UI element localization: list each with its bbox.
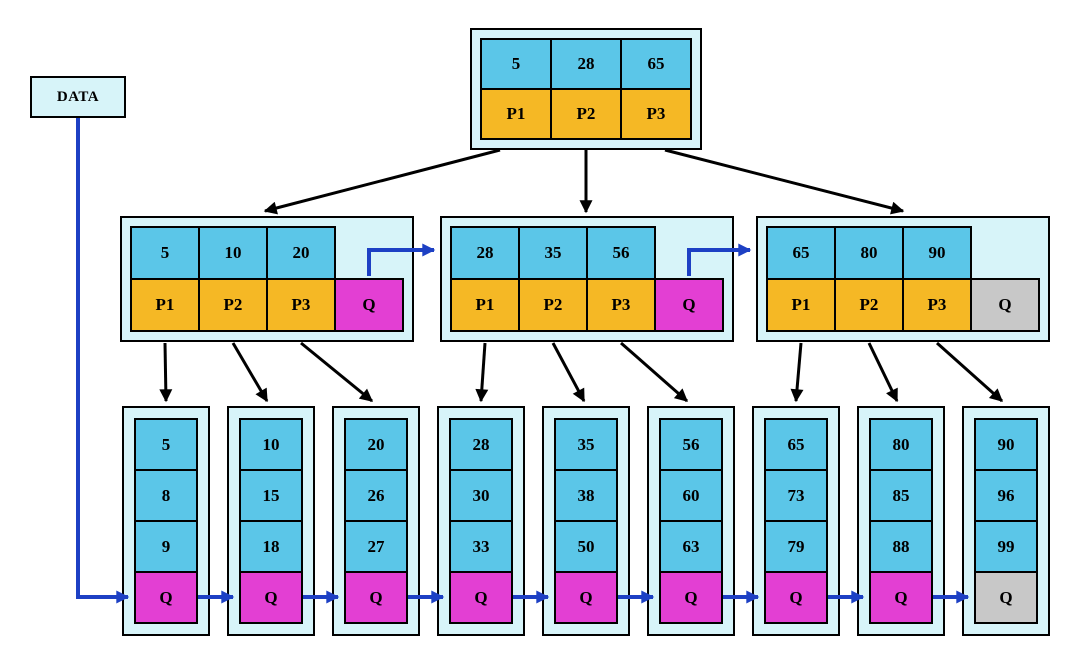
queue-pointer-cell: Q xyxy=(334,278,404,332)
root-key-cell: 65 xyxy=(620,38,692,90)
tree-arrow xyxy=(551,342,586,403)
leaf-value-cell: 50 xyxy=(554,520,618,573)
pointer-to-leaf-arrows xyxy=(159,341,1003,403)
internal-pointer-cell: P3 xyxy=(902,278,972,332)
root-key-cell: 5 xyxy=(480,38,552,90)
leaf-node: 90 96 99 Q xyxy=(962,406,1050,636)
leaf-value-cell: 35 xyxy=(554,418,618,471)
leaf-value-cell: 9 xyxy=(134,520,198,573)
internal-pointer-cell: P2 xyxy=(518,278,588,332)
internal-node: 28 35 56 P1 P2 P3 Q xyxy=(440,216,734,342)
tree-arrow xyxy=(159,342,173,403)
leaf-queue-cell: Q xyxy=(449,571,513,624)
leaf-value-cell: 15 xyxy=(239,469,303,522)
queue-pointer-cell: Q xyxy=(654,278,724,332)
internal-pointer-cell: P3 xyxy=(586,278,656,332)
internal-key-cell: 10 xyxy=(198,226,268,280)
internal-pointer-cell: P2 xyxy=(834,278,904,332)
leaf-value-cell: 18 xyxy=(239,520,303,573)
leaf-value-cell: 38 xyxy=(554,469,618,522)
internal-node: 5 10 20 P1 P2 P3 Q xyxy=(120,216,414,342)
leaf-value-cell: 27 xyxy=(344,520,408,573)
leaf-node: 5 8 9 Q xyxy=(122,406,210,636)
leaf-queue-cell: Q xyxy=(974,571,1038,624)
leaf-value-cell: 30 xyxy=(449,469,513,522)
leaf-value-cell: 73 xyxy=(764,469,828,522)
leaf-queue-cell: Q xyxy=(344,571,408,624)
leaf-queue-cell: Q xyxy=(764,571,828,624)
leaf-queue-cell: Q xyxy=(554,571,618,624)
leaf-value-cell: 5 xyxy=(134,418,198,471)
leaf-value-cell: 79 xyxy=(764,520,828,573)
root-pointer-cell: P1 xyxy=(480,88,552,140)
leaf-value-cell: 90 xyxy=(974,418,1038,471)
data-box: DATA xyxy=(30,76,126,118)
leaf-node: 10 15 18 Q xyxy=(227,406,315,636)
root-node: 5 28 65 P1 P2 P3 xyxy=(470,28,702,150)
tree-arrow xyxy=(263,148,501,215)
leaf-queue-cell: Q xyxy=(869,571,933,624)
leaf-node: 65 73 79 Q xyxy=(752,406,840,636)
leaf-value-cell: 96 xyxy=(974,469,1038,522)
tree-arrow xyxy=(664,148,905,215)
leaf-value-cell: 28 xyxy=(449,418,513,471)
tree-arrow xyxy=(300,341,374,403)
leaf-queue-cell: Q xyxy=(134,571,198,624)
tree-arrow xyxy=(475,342,489,403)
leaf-value-cell: 63 xyxy=(659,520,723,573)
leaf-queue-cell: Q xyxy=(659,571,723,624)
internal-pointer-cell: P2 xyxy=(198,278,268,332)
leaf-value-cell: 60 xyxy=(659,469,723,522)
leaf-value-cell: 85 xyxy=(869,469,933,522)
leaf-value-cell: 80 xyxy=(869,418,933,471)
internal-key-cell: 20 xyxy=(266,226,336,280)
root-pointer-cell: P2 xyxy=(550,88,622,140)
leaf-value-cell: 20 xyxy=(344,418,408,471)
root-pointer-cell: P3 xyxy=(620,88,692,140)
data-flow-arrow xyxy=(76,118,130,604)
leaf-node: 56 60 63 Q xyxy=(647,406,735,636)
tree-arrow xyxy=(620,341,688,403)
leaf-value-cell: 8 xyxy=(134,469,198,522)
internal-node: 65 80 90 P1 P2 P3 Q xyxy=(756,216,1050,342)
leaf-value-cell: 56 xyxy=(659,418,723,471)
leaf-node: 80 85 88 Q xyxy=(857,406,945,636)
leaf-value-cell: 10 xyxy=(239,418,303,471)
leaf-value-cell: 99 xyxy=(974,520,1038,573)
leaf-value-cell: 65 xyxy=(764,418,828,471)
internal-pointer-cell: P1 xyxy=(766,278,836,332)
leaf-queue-cell: Q xyxy=(239,571,303,624)
leaf-node: 20 26 27 Q xyxy=(332,406,420,636)
internal-key-cell: 80 xyxy=(834,226,904,280)
internal-pointer-cell: P1 xyxy=(450,278,520,332)
internal-key-cell: 56 xyxy=(586,226,656,280)
tree-arrow xyxy=(936,341,1003,403)
root-to-child-arrows xyxy=(263,148,905,215)
internal-key-cell: 28 xyxy=(450,226,520,280)
internal-pointer-cell: P3 xyxy=(266,278,336,332)
internal-key-cell: 5 xyxy=(130,226,200,280)
internal-key-cell: 90 xyxy=(902,226,972,280)
queue-pointer-cell: Q xyxy=(970,278,1040,332)
root-key-cell: 28 xyxy=(550,38,622,90)
tree-arrow xyxy=(790,342,804,403)
tree-arrow xyxy=(231,342,269,403)
tree-arrow xyxy=(867,342,899,403)
leaf-value-cell: 33 xyxy=(449,520,513,573)
leaf-node: 28 30 33 Q xyxy=(437,406,525,636)
leaf-value-cell: 26 xyxy=(344,469,408,522)
leaf-node: 35 38 50 Q xyxy=(542,406,630,636)
internal-key-cell: 65 xyxy=(766,226,836,280)
internal-pointer-cell: P1 xyxy=(130,278,200,332)
leaf-value-cell: 88 xyxy=(869,520,933,573)
internal-key-cell: 35 xyxy=(518,226,588,280)
data-box-label: DATA xyxy=(56,88,100,105)
